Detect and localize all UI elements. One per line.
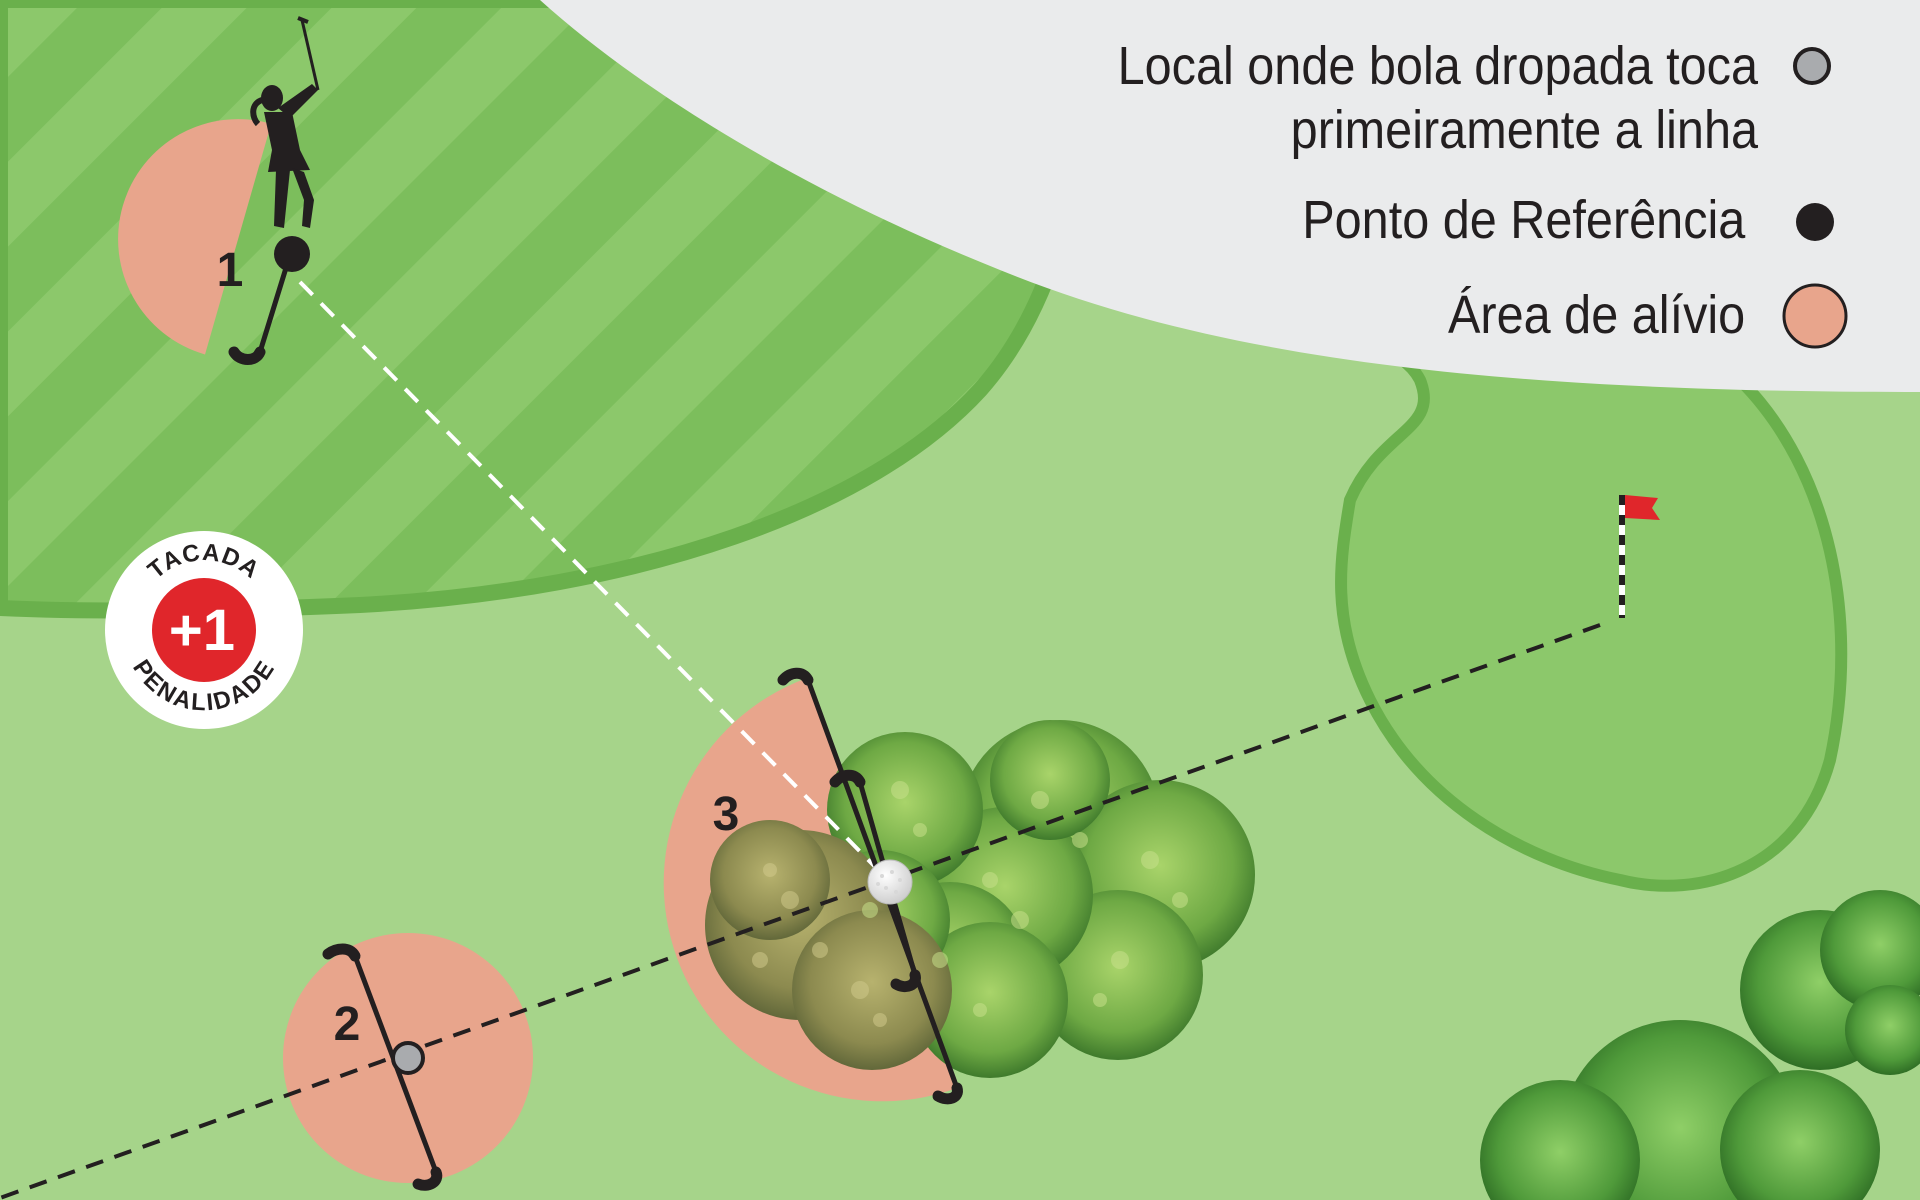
golf-ball [868, 860, 912, 904]
reference-point [274, 236, 310, 272]
penalty-badge-value: +1 [169, 598, 235, 663]
legend-label-reference-point: Ponto de Referência [1302, 188, 1745, 252]
area-number-1: 1 [217, 244, 244, 297]
legend-label-relief-area: Área de alívio [1448, 283, 1745, 347]
penalty-badge: TACADA +1 PENALIDADE [105, 531, 303, 729]
legend-black-dot [1796, 203, 1834, 241]
area-number-2: 2 [334, 998, 361, 1051]
drop-point-grey [393, 1043, 423, 1073]
area-number-3: 3 [713, 788, 740, 841]
legend-salmon-circle [1784, 285, 1846, 347]
legend-grey-dot [1795, 49, 1829, 83]
legend-label-drop-point: Local onde bola dropada toca primeiramen… [1074, 34, 1758, 162]
